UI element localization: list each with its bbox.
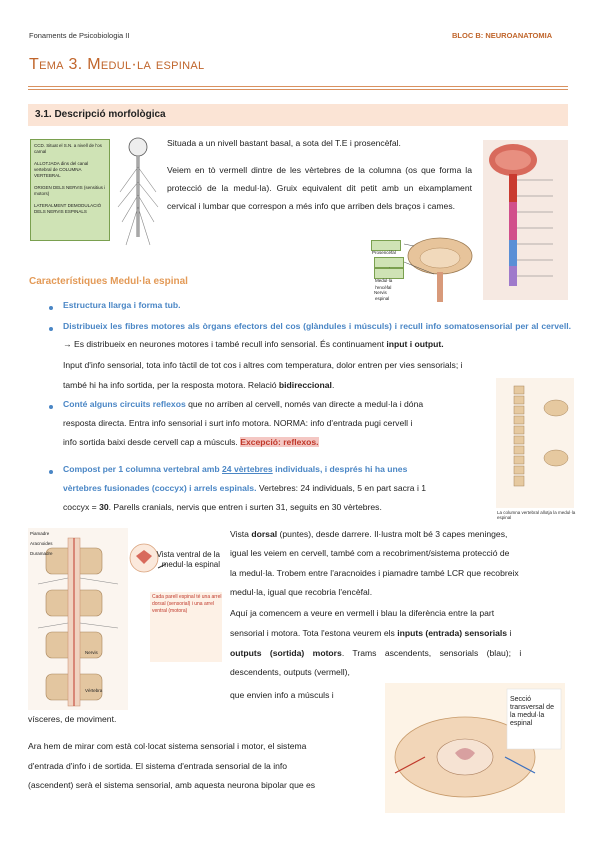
vertebral-column-figure [496,378,574,508]
bullet-3-rest: que no arriben al cervell, només van dir… [185,399,424,409]
dorsal-l7a: outputs [230,648,262,658]
section-bar [28,104,568,126]
dorsal-l7c: motors [312,648,342,658]
bullet-3: Conté alguns circuits reflexos que no ar… [63,395,483,413]
dorsal-l1a: Vista [230,529,252,539]
ventral-notes: Cada parell espinal té una arrel dorsal … [152,594,222,614]
bullet-3-line3a: info sortida baixi desde cervell cap a m… [63,437,241,447]
bullet-3-line2: resposta directa. Entra info sensorial i… [63,418,413,428]
bullet-3-blue: Conté alguns circuits reflexos [63,399,186,409]
dorsal-view-figure [28,528,128,710]
bullet-2-blue: Distribueix les fibres motores als òrgan… [63,321,571,331]
ventral-view-figure [129,543,222,662]
body-spine-figure [117,137,159,246]
label-duramadre: Duramadre [30,551,53,556]
left-figure-notes: CCD. Situat el S.N. a nivell de l'os car… [30,139,110,241]
dorsal-l7b: (sortida) [269,648,305,658]
note-4: LATERALMENT DEMODULACIÓ DELS NERVIS ESPI… [34,203,102,214]
final-line2: d'entrada d'info i de sortida. El sistem… [28,761,288,771]
bullet-4-line3c: . Parells cranials, nervis que entren i … [108,502,382,512]
bullet-4-line3a: coccyx = [63,502,100,512]
intro-paragraph: Veiem en tò vermell dintre de les vèrteb… [167,165,472,211]
cross-section-label: Secció transversal de la medul·la espina… [510,696,554,727]
section-title: 3.1. Descripció morfològica [35,109,166,120]
bullet-dot [49,405,53,409]
bullet-4b: individuals, i després hi ha unes [272,464,408,474]
dorsal-line6: sensorial i motora. Tota l'estona veurem… [230,624,572,642]
dorsal-line8: descendents, outputs (vermell), [230,667,350,677]
bullet-dot [49,327,53,331]
bullet-4-line2: vèrtebres fusionades (coccyx) i arrels e… [63,479,488,497]
bullet-2-bold: input i output. [386,339,444,349]
note-3: ORIGEN DELS NERVIS (sensitius i motors) [34,185,106,196]
label-vertebra: Vèrtebra [85,688,103,693]
bullet-4-line2-rest: Vertebres: 24 individuals, 5 en part sac… [256,483,427,493]
bullet-2: Distribueix les fibres motores als òrgan… [63,317,571,353]
dorsal-line3: la medul·la. Trobem entre l'aracnoides i… [230,568,519,578]
dorsal-l6a: sensorial i motora. Tota l'estona veurem… [230,628,398,638]
bullet-4-line2-blue: vèrtebres fusionades (coccyx) i arrels e… [63,483,257,493]
dorsal-l6c: i [507,628,512,638]
dorsal-line2: igual les veiem en cervell, també com a … [230,548,510,558]
bullet-1: Estructura llarga i forma tub. [63,300,181,310]
bullet-4: Compost per 1 columna vertebral amb 24 v… [63,460,488,478]
note-2: ALLOTJADA dins del canal vertebral de CO… [34,161,89,178]
spine-caption: La columna vertebral allotja la medul·la… [497,510,576,520]
header-course: Fonaments de Psicobiologia II [29,31,130,40]
bullet-3-line3: info sortida baixi desde cervell cap a m… [63,433,483,451]
label-prosencefal: Prosencèfal [371,240,401,255]
page-title: Tema 3. Medul·la espinal [29,56,205,73]
ventral-view-label: Vista ventral de la medul·la espinal [156,550,220,569]
title-rule [28,86,568,87]
label-nervis-dorsal: Nervis [85,650,98,655]
colored-spine-figure [483,140,568,300]
bullet-2-cont2c: . [331,380,335,390]
bullet-2-cont2: també hi ha info sortida, per la respost… [63,376,483,394]
final-line0: vísceres, de moviment. [28,714,117,724]
dorsal-line5: Aquí ja comencem a veure en vermell i bl… [230,608,495,618]
dorsal-l1b: dorsal [251,529,278,539]
bullet-dot [49,470,53,474]
bullet-4-line3b: 30 [99,502,109,512]
dorsal-line4: medul·la, igual que recobria l'encèfal. [230,587,373,597]
bullet-4a: Compost per 1 columna vertebral amb [63,464,223,474]
label-nervis: Nervis [374,290,387,295]
bullet-4-underline: 24 vèrtebres [222,464,273,474]
dorsal-line9: que envien info a músculs i [230,690,334,700]
header-block: BLOC B: NEUROANATOMIA [452,31,553,40]
dorsal-line1: Vista dorsal (puntes), desde darrere. Il… [230,525,572,543]
bullet-dot [49,306,53,310]
label-tronc: Tronc de l'encèfal [374,257,404,290]
bullet-4-line3: coccyx = 30. Parells cranials, nervis qu… [63,498,488,516]
bullet-2-cont1: Input d'info sensorial, tota info tàctil… [63,360,463,370]
dorsal-l6b: inputs (entrada) sensorials [397,628,508,638]
label-piamadre: Piamadre [30,531,50,536]
final-line1: Ara hem de mirar com està col·locat sist… [28,741,307,751]
bullet-2-cont2a: també hi ha info sortida, per la respost… [63,380,279,390]
dorsal-l1c: (puntes), desde darrere. Il·lustra molt … [277,529,508,539]
label-aracnoides: Aracnoides [30,541,53,546]
note-1: CCD. Situat el S.N. a nivell de l'os car… [34,143,102,154]
bullet-2-cont2b: bidireccional [278,380,332,390]
label-medulla: Medul·la espinal [374,268,404,301]
intro-line1: Situada a un nivell bastant basal, a sot… [167,138,401,148]
dorsal-line7: outputs (sortida) motors. Trams ascenden… [230,644,572,662]
reflex-exception-highlight: Excepció: reflexos. [240,437,319,447]
dorsal-l7d: . Trams ascendents, sensorials (blau); i [341,648,522,658]
characteristics-heading: Característiques Medul·la espinal [29,276,188,287]
title-rule-2 [28,89,568,90]
brain-diagram [404,237,473,302]
bullet-2-arrow: → Es distribueix en neurones motores i t… [63,339,387,349]
final-line3: (ascendent) serà el sistema sensorial, a… [28,780,316,790]
cross-section-figure [385,683,565,813]
